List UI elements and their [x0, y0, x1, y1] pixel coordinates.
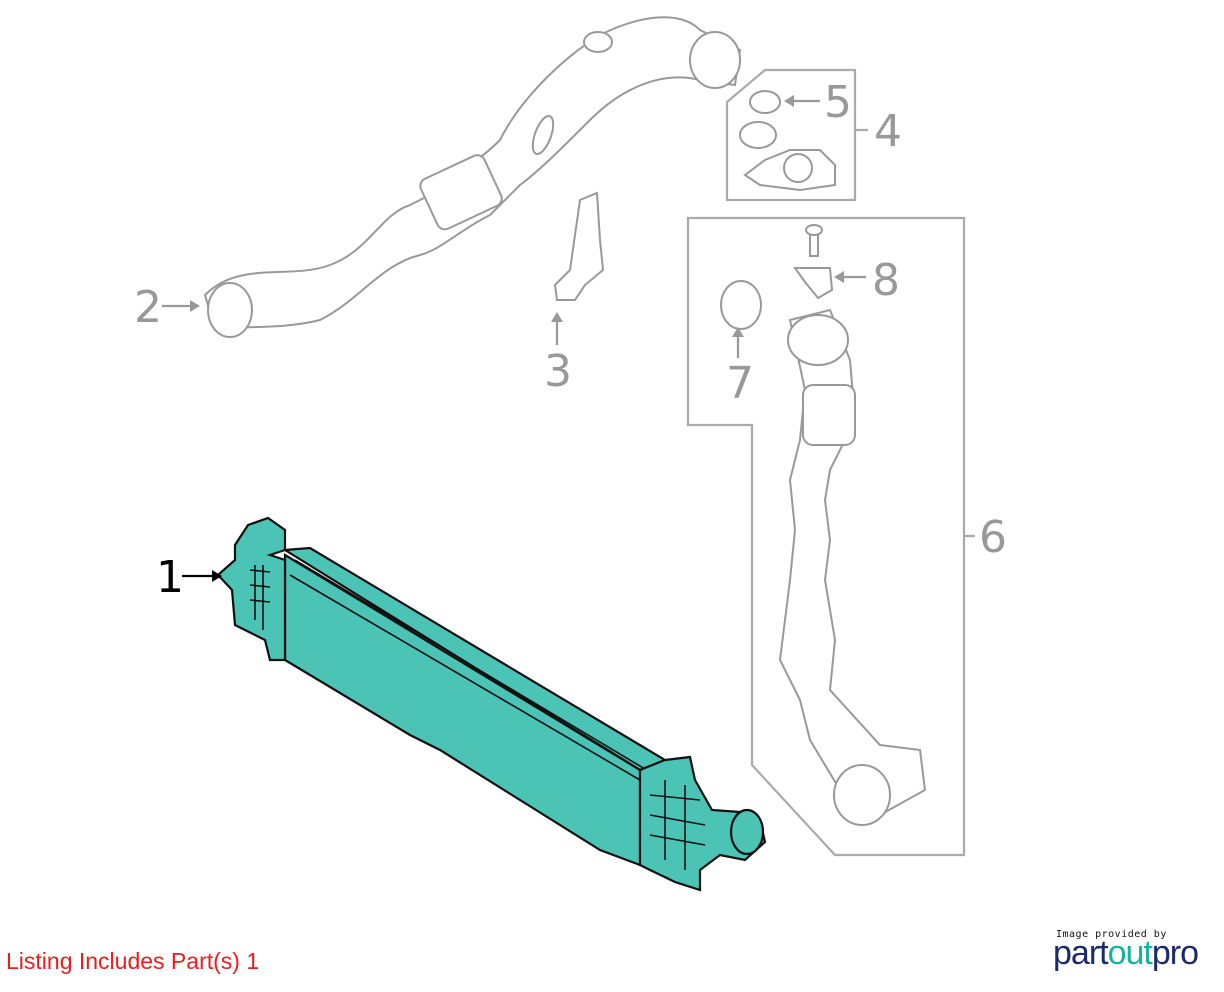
part-7-seal[interactable] [720, 280, 762, 330]
logo-out: out [1107, 934, 1153, 972]
callout-1: 1 [156, 552, 184, 603]
callout-4: 4 [874, 106, 902, 157]
callout-leaders [162, 95, 975, 582]
logo-pro: pro [1151, 934, 1199, 972]
part-3-bracket[interactable] [553, 191, 605, 301]
listing-includes-text: Listing Includes Part(s) 1 [6, 948, 260, 974]
part-8-sensor[interactable] [793, 224, 834, 300]
logo-part: part [1053, 934, 1109, 972]
logo-credit: Image provided by [1056, 929, 1167, 940]
part-4-outlet-flange[interactable] [739, 121, 836, 192]
part-5-o-ring[interactable] [749, 90, 781, 114]
callout-6: 6 [979, 512, 1007, 563]
callout-5: 5 [824, 77, 852, 128]
callout-3: 3 [544, 346, 572, 397]
partoutpro-logo: partoutpro [1053, 934, 1199, 973]
part-1-intercooler[interactable] [216, 516, 767, 892]
part-4-box [725, 68, 857, 202]
callout-7: 7 [726, 358, 754, 409]
callout-2: 2 [134, 282, 162, 333]
part-6-box [686, 216, 966, 857]
part-6-lower-hose[interactable] [778, 308, 927, 826]
callout-8: 8 [872, 255, 900, 306]
part-2-upper-intake-hose[interactable] [203, 16, 742, 338]
